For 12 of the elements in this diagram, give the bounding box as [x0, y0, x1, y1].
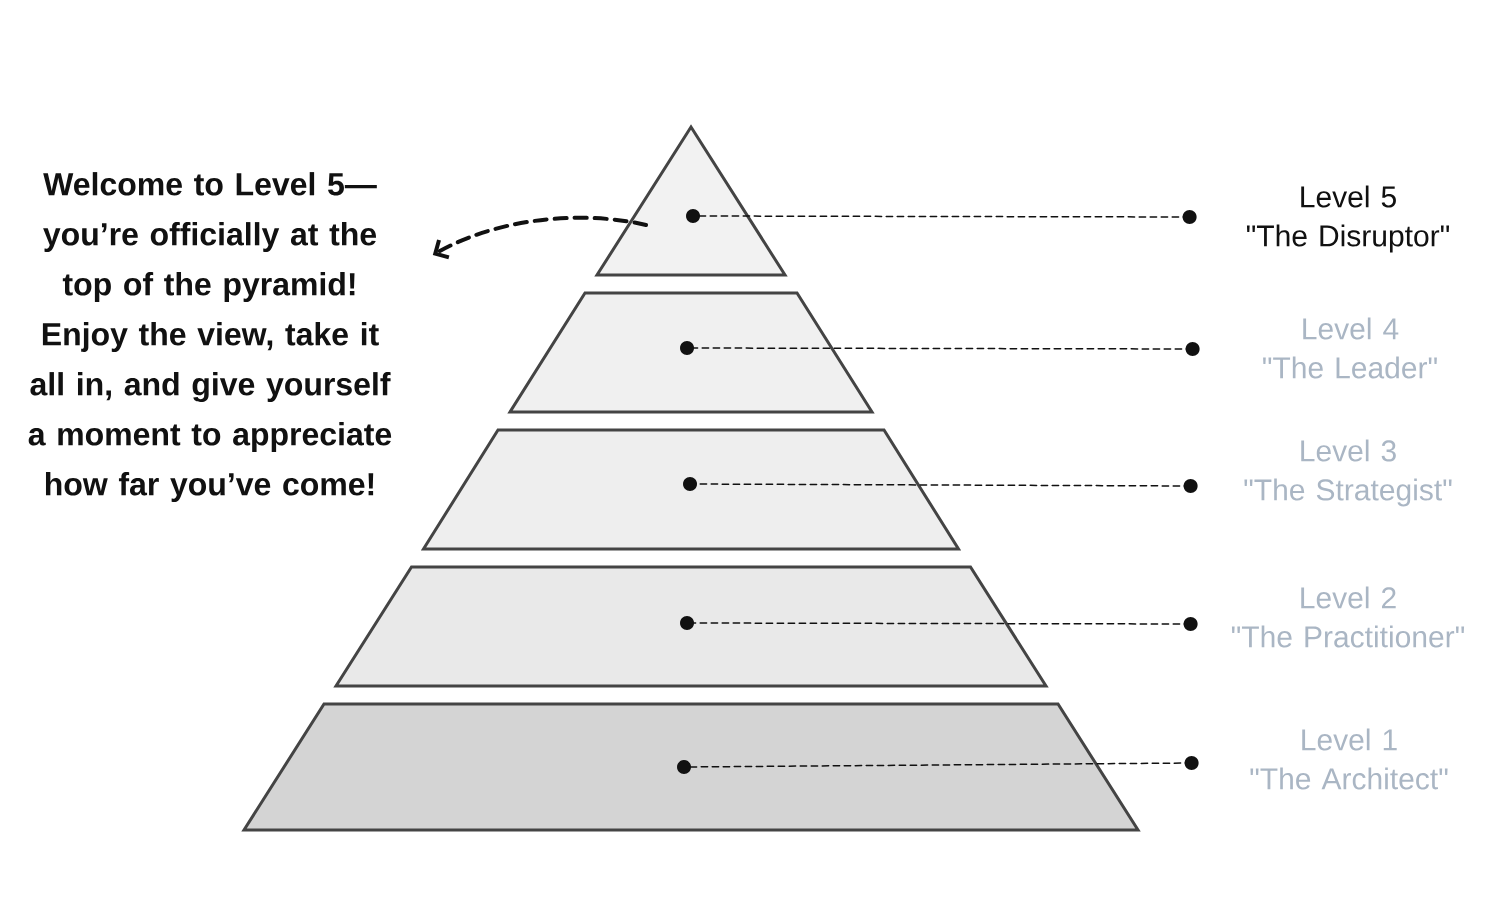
level-label: Level 4 "The Leader": [1263, 317, 1437, 379]
leader-line: [680, 616, 1198, 631]
leader-line: [677, 756, 1199, 774]
leader-line: [686, 209, 1197, 224]
curved-arrow: [432, 215, 648, 260]
level-label: Level 5 "The Disruptor": [1246, 185, 1450, 253]
level-label: Level 3 "The Strategist": [1244, 439, 1452, 507]
level-label: Level 2 "The Practitioner": [1231, 586, 1465, 648]
level-label: Level 1 "The Architect": [1250, 728, 1448, 790]
leader-line: [683, 477, 1198, 493]
callout-text: Welcome to Level 5— you’re officially at the top of the pyramid! Enjoy the view, take it all in, and give yourself a moment to appreciate how far you’ve come!: [28, 172, 392, 502]
leader-line: [680, 341, 1200, 356]
